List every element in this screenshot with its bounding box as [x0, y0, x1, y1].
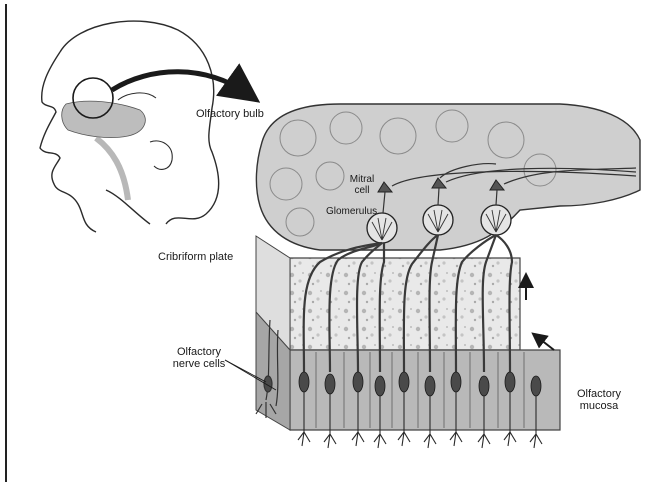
label-olfactory-bulb: Olfactory bulb	[196, 108, 264, 120]
diagonal-arrow	[536, 336, 554, 350]
throat-passage	[96, 138, 128, 200]
label-olfactory-nerve-cells-line1: Olfactory	[164, 346, 234, 358]
label-glomerulus: Glomerulus	[326, 206, 377, 217]
magnification-arrow	[112, 72, 248, 94]
label-olfactory-nerve-cells: Olfactory nerve cells	[164, 346, 234, 370]
label-mitral-cell: Mitral cell	[342, 174, 382, 196]
label-olfactory-mucosa-line1: Olfactory	[568, 388, 630, 400]
label-olfactory-mucosa-line2: mucosa	[568, 400, 630, 412]
label-cribriform-plate: Cribriform plate	[158, 251, 233, 263]
label-mitral-cell-line1: Mitral	[342, 174, 382, 185]
label-olfactory-nerve-cells-line2: nerve cells	[164, 358, 234, 370]
label-mitral-cell-line2: cell	[342, 185, 382, 196]
label-olfactory-mucosa: Olfactory mucosa	[568, 388, 630, 412]
